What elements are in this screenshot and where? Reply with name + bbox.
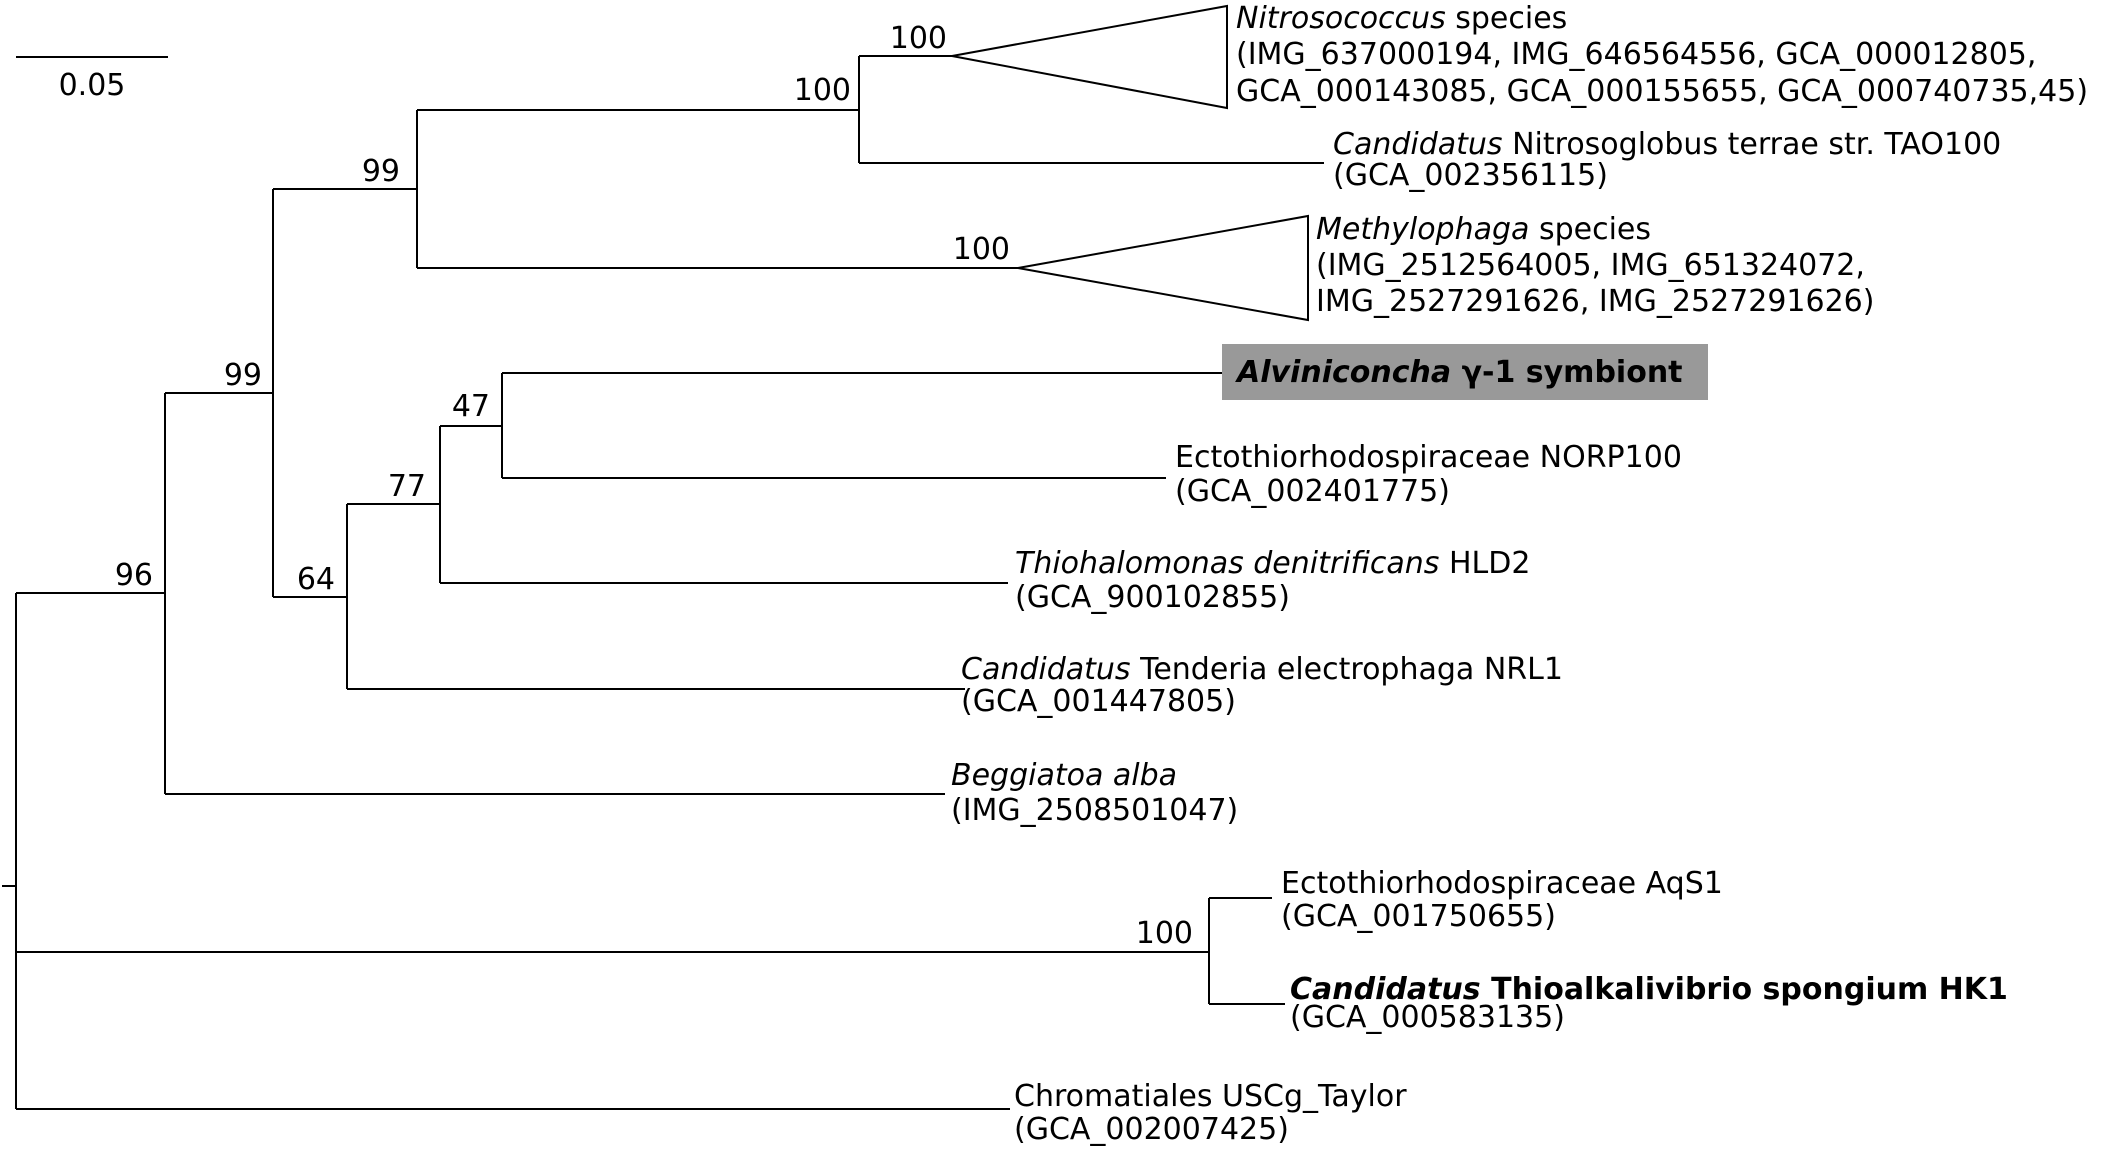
support-ingroup: 96	[115, 558, 153, 593]
taxon-thiohalomonas: Thiohalomonas denitrificans HLD2 (GCA_90…	[1015, 546, 1530, 615]
scale-bar-label: 0.05	[59, 68, 126, 103]
taxon-nitrosoglobus-name: Candidatus Nitrosoglobus terrae str. TAO…	[1333, 127, 2001, 162]
nitrosococcus-collapsed-clade	[951, 4, 1228, 110]
taxon-alviniconcha: Alviniconcha γ-1 symbiont	[1222, 344, 1708, 400]
taxon-norp100-name: Ectothiorhodospiraceae NORP100	[1175, 440, 1682, 475]
taxon-methylophaga-name: Methylophaga species	[1316, 212, 1651, 247]
taxon-nitrosococcus-name: Nitrosococcus species	[1236, 1, 1567, 36]
taxon-nitrosococcus: Nitrosococcus species (IMG_637000194, IM…	[1236, 1, 2088, 109]
taxon-chromatiales-accession: (GCA_002007425)	[1014, 1112, 1289, 1147]
taxon-tenderia-name: Candidatus Tenderia electrophaga NRL1	[961, 652, 1563, 687]
taxon-beggiatoa-accession: (IMG_2508501047)	[951, 793, 1238, 828]
support-thiohalomonas-group: 77	[388, 469, 426, 504]
support-nitrosococcus-clade: 100	[890, 21, 947, 56]
taxon-beggiatoa: Beggiatoa alba (IMG_2508501047)	[951, 758, 1238, 828]
taxon-nitrosococcus-ids-line1: (IMG_637000194, IMG_646564556, GCA_00001…	[1236, 37, 2036, 72]
taxon-nitrosococcus-ids-line2: GCA_000143085, GCA_000155655, GCA_000740…	[1236, 74, 2088, 109]
taxon-chromatiales: Chromatiales USCg_Taylor (GCA_002007425)	[1014, 1079, 1407, 1147]
support-nitrosococcus-nitrosoglobus: 100	[794, 73, 851, 108]
support-thioalkalivibrio-group: 100	[1136, 916, 1193, 951]
support-methylophaga-clade: 100	[953, 232, 1010, 267]
taxon-tenderia: Candidatus Tenderia electrophaga NRL1 (G…	[961, 652, 1563, 719]
taxon-thioalkalivibrio-name: Candidatus Thioalkalivibrio spongium HK1	[1290, 972, 2008, 1007]
taxon-aqs1-name: Ectothiorhodospiraceae AqS1	[1281, 866, 1723, 901]
taxon-thiohalomonas-accession: (GCA_900102855)	[1015, 580, 1290, 615]
taxon-beggiatoa-name: Beggiatoa alba	[951, 758, 1177, 793]
taxon-thiohalomonas-name: Thiohalomonas denitrificans HLD2	[1015, 546, 1530, 581]
taxon-methylophaga-ids-line1: (IMG_2512564005, IMG_651324072,	[1316, 248, 1865, 283]
support-tenderia-group: 64	[297, 562, 335, 597]
taxon-chromatiales-name: Chromatiales USCg_Taylor	[1014, 1079, 1407, 1114]
taxon-aqs1-accession: (GCA_001750655)	[1281, 899, 1556, 934]
alviniconcha-highlight-box	[1222, 344, 1708, 400]
support-upper-group: 99	[362, 154, 400, 189]
taxon-alviniconcha-name: Alviniconcha γ-1 symbiont	[1235, 355, 1683, 390]
methylophaga-collapsed-clade	[1017, 214, 1309, 322]
taxon-methylophaga-ids-line2: IMG_2527291626, IMG_2527291626)	[1316, 284, 1874, 319]
taxon-norp100: Ectothiorhodospiraceae NORP100 (GCA_0024…	[1175, 440, 1682, 509]
taxon-thioalkalivibrio: Candidatus Thioalkalivibrio spongium HK1…	[1290, 972, 2008, 1035]
taxon-tenderia-accession: (GCA_001447805)	[961, 684, 1236, 719]
taxon-thioalkalivibrio-accession: (GCA_000583135)	[1290, 1000, 1565, 1035]
taxon-norp100-accession: (GCA_002401775)	[1175, 474, 1450, 509]
scale-bar: 0.05	[16, 56, 168, 103]
support-upper-ingroup: 99	[224, 358, 262, 393]
taxon-aqs1: Ectothiorhodospiraceae AqS1 (GCA_0017506…	[1281, 866, 1723, 934]
taxon-methylophaga: Methylophaga species (IMG_2512564005, IM…	[1316, 212, 1874, 319]
taxon-nitrosoglobus: Candidatus Nitrosoglobus terrae str. TAO…	[1333, 127, 2001, 193]
support-alviniconcha-group: 47	[452, 389, 490, 424]
taxon-nitrosoglobus-accession: (GCA_002356115)	[1333, 158, 1608, 193]
